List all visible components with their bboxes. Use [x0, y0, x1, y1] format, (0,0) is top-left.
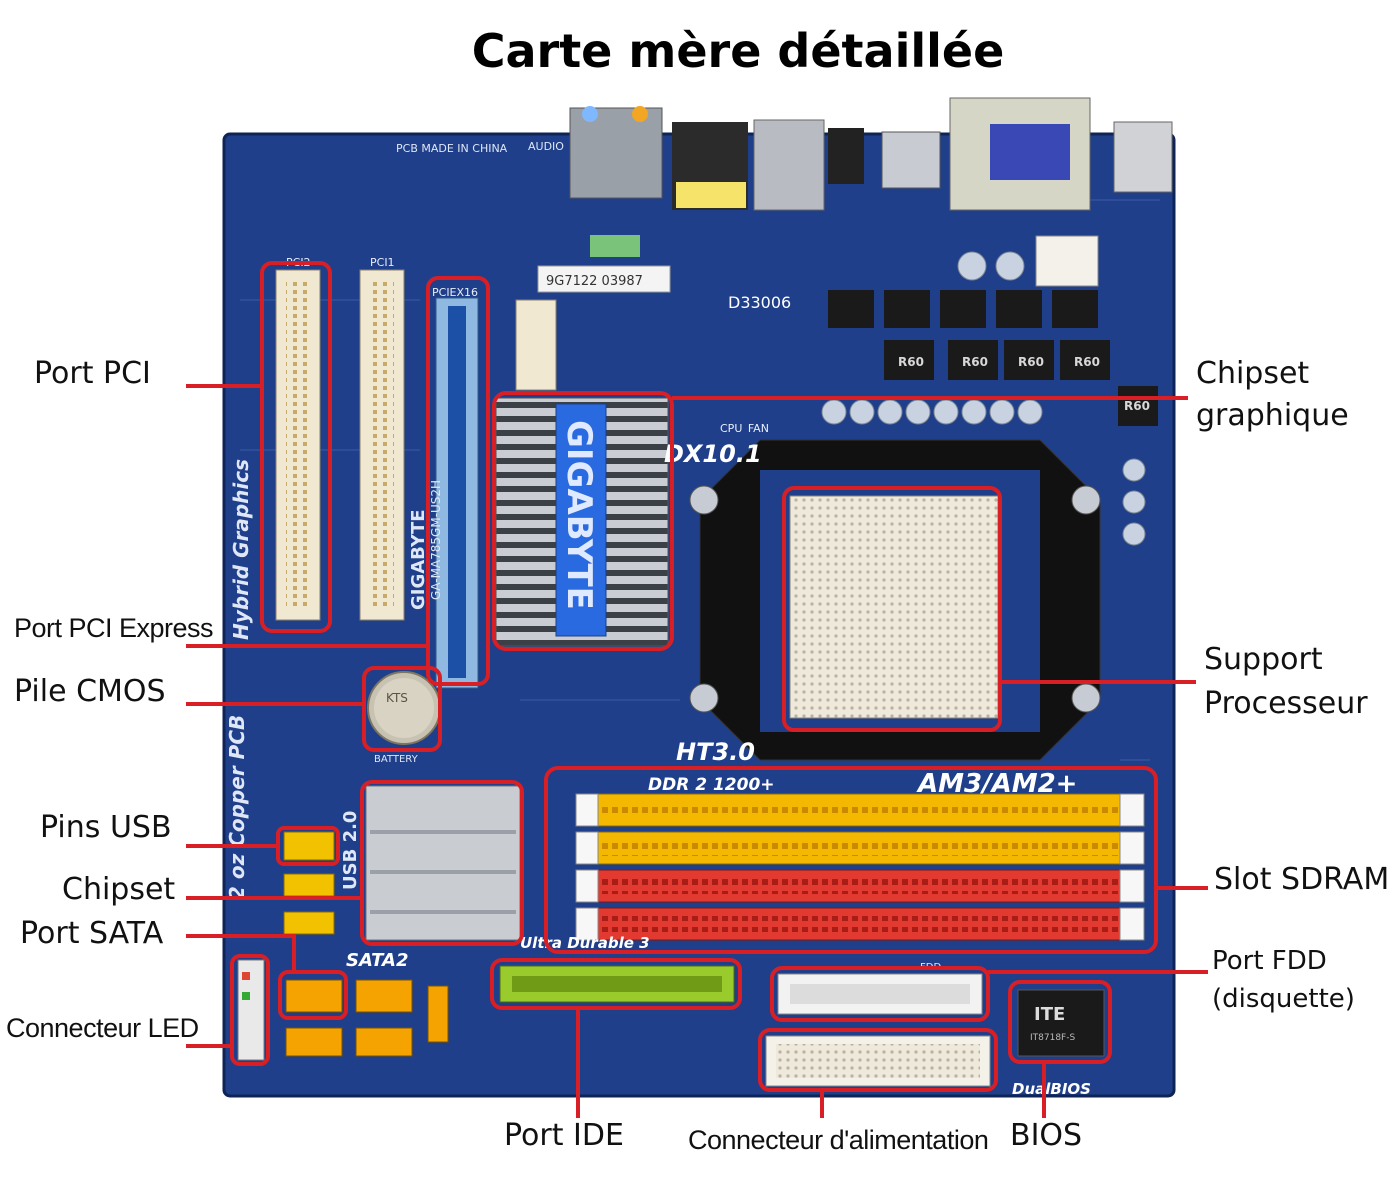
serial-marking: 9G7122 03987 [546, 274, 643, 289]
led-connector [237, 959, 265, 1061]
label-connecteur-alimentation: Connecteur d'alimentation [688, 1125, 989, 1155]
pcie-slot: PCIEX16 [432, 286, 557, 689]
sata2-marking: SATA2 [346, 950, 409, 971]
leader-sata [186, 934, 296, 972]
kts-marking: KTS [386, 691, 408, 705]
usb2-marking: USB 2.0 [340, 811, 361, 890]
dualbios-marking: DualBIOS [1012, 1080, 1091, 1098]
ite-chip-marking: IT8718F-S [1030, 1033, 1075, 1043]
ide-port [499, 965, 735, 1003]
label-pins-usb: Pins USB [40, 810, 172, 845]
ddr-marking: DDR 2 1200+ [648, 775, 775, 795]
usb-headers [283, 831, 335, 935]
ultra-durable-marking: Ultra Durable 3 [520, 934, 650, 952]
bios-chip: ITE IT8718F-S DualBIOS [1012, 989, 1105, 1098]
d33006-marking: D33006 [728, 293, 791, 312]
label-port-sata: Port SATA [20, 916, 164, 951]
callout-box-fdd [770, 966, 990, 1022]
vrm-area: R60 R60 R60 R60 R60 CPU_FAN D33006 [720, 235, 1158, 546]
callout-box-led [230, 954, 270, 1066]
ram-slots: DDR 2 1200+ AM3/AM2+ Ultra Durable 3 [520, 769, 1145, 952]
pcie-marking: PCIEX16 [432, 286, 478, 299]
callout-box-socket [782, 486, 1002, 732]
label-port-pci-express: Port PCI Express [14, 613, 214, 643]
sata-ports [285, 979, 449, 1057]
fdd-port: FDD [777, 962, 983, 1015]
southbridge-heatsink [365, 785, 521, 941]
label-chipset: Chipset [62, 872, 176, 907]
label-chipset-graphique-line2: graphique [1196, 398, 1349, 433]
inductor-marking: R60 [1074, 355, 1100, 369]
label-support-processeur-line1: Support [1204, 642, 1323, 677]
label-port-pci: Port PCI [34, 356, 151, 391]
dx-marking: DX10.1 [664, 440, 762, 468]
callout-box-chipset [360, 780, 524, 946]
inductor-marking: R60 [962, 355, 988, 369]
callout-box-sata [278, 970, 348, 1020]
ite-marking: ITE [1034, 1004, 1065, 1025]
audio-marking: AUDIO [528, 140, 564, 153]
io-panel: 9G7122 03987 [537, 97, 1173, 293]
label-chipset-graphique-line1: Chipset [1196, 356, 1310, 391]
label-port-ide: Port IDE [504, 1118, 624, 1153]
cpu-fan-marking: CPU_FAN [720, 422, 769, 435]
ht-marking: HT3.0 [676, 738, 755, 766]
label-bios: BIOS [1010, 1118, 1083, 1153]
callout-box-sdram [544, 766, 1158, 954]
inductor-marking: R60 [1018, 355, 1044, 369]
brand-vertical-marking: GIGABYTE [408, 509, 429, 610]
label-pile-cmos: Pile CMOS [14, 674, 166, 709]
inductor-marking: R60 [1124, 399, 1150, 413]
model-marking: GA-MA785GM-US2H [429, 480, 443, 600]
callout-box-pci [260, 261, 332, 633]
label-connecteur-led: Connecteur LED [6, 1013, 199, 1043]
callout-box-cmos [362, 666, 442, 752]
callout-box-power [758, 1028, 998, 1092]
northbridge-heatsink: GIGABYTE [495, 397, 669, 647]
callout-boxes [230, 261, 1158, 1092]
label-support-processeur-line2: Processeur [1204, 686, 1368, 721]
pci1-marking: PCI1 [370, 256, 395, 269]
diagram-title: Carte mère détaillée [471, 24, 1005, 78]
hybrid-graphics-marking: Hybrid Graphics [229, 459, 253, 640]
pci-slots: PCI2 PCI1 [275, 256, 405, 621]
callout-box-ide [490, 958, 742, 1010]
battery-marking: BATTERY [374, 754, 419, 765]
label-slot-sdram: Slot SDRAM [1214, 862, 1390, 897]
brand-heatsink-marking: GIGABYTE [559, 420, 599, 610]
atx-power-connector [765, 1035, 991, 1087]
copper-pcb-marking: 2 oz Copper PCB [225, 715, 249, 900]
callout-box-chipset-graphique [492, 391, 674, 651]
label-port-fdd-line2: (disquette) [1212, 984, 1355, 1014]
cmos-battery: KTS BATTERY [367, 671, 441, 765]
callout-box-bios [1008, 980, 1112, 1064]
pcb-marking: PCB MADE IN CHINA [396, 142, 508, 155]
inductor-marking: R60 [898, 355, 924, 369]
callout-box-pcie [426, 276, 490, 686]
leader-lines [186, 384, 1208, 1118]
cpu-socket: DX10.1 HT3.0 [664, 432, 1120, 766]
label-port-fdd-line1: Port FDD [1212, 946, 1327, 976]
